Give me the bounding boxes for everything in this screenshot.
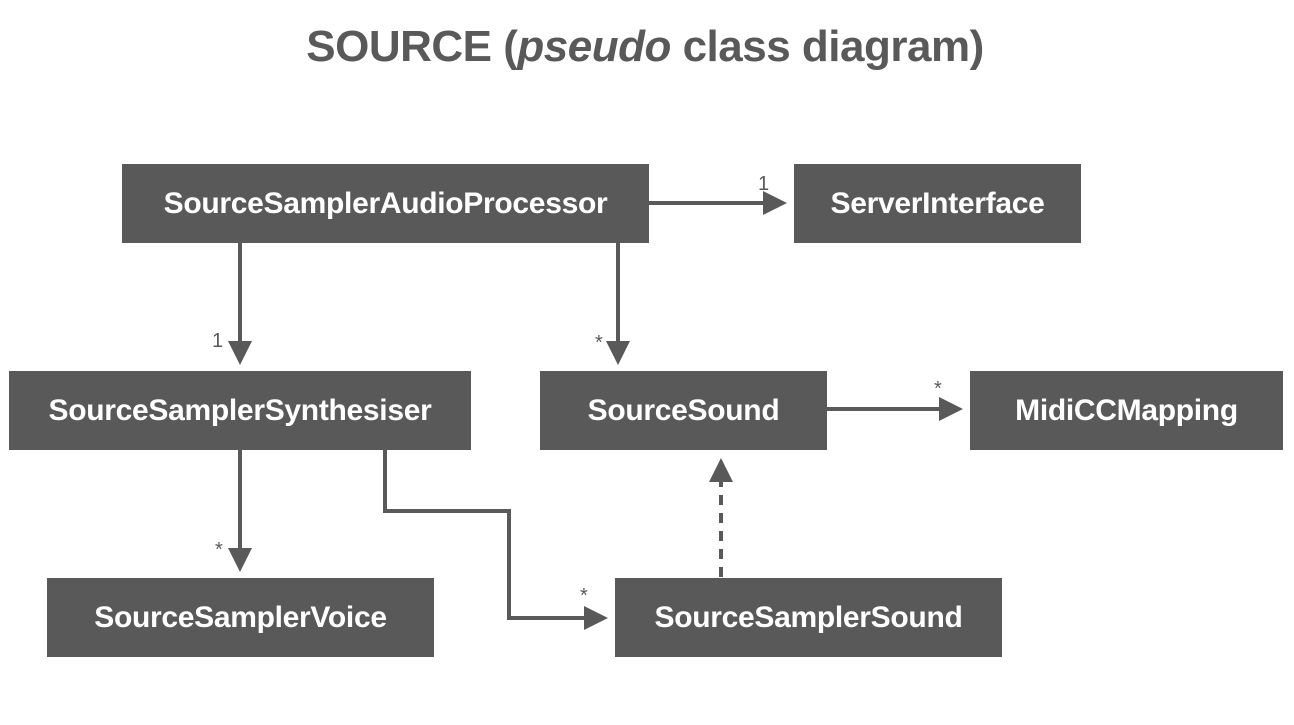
class-source-sampler-synthesiser: SourceSamplerSynthesiser bbox=[9, 371, 471, 450]
class-label: SourceSound bbox=[587, 393, 780, 427]
class-label: ServerInterface bbox=[830, 186, 1045, 220]
class-label: SourceSamplerVoice bbox=[94, 600, 387, 634]
class-midi-cc-mapping: MidiCCMapping bbox=[970, 371, 1283, 450]
multiplicity-synthesiser-voice: * bbox=[215, 539, 223, 561]
diagram-title: SOURCE (pseudo class diagram) bbox=[0, 22, 1290, 72]
class-server-interface: ServerInterface bbox=[794, 164, 1081, 243]
arrow-synthesiser-to-sampler-sound bbox=[383, 450, 608, 630]
multiplicity-synthesiser-sampler-sound: * bbox=[580, 585, 588, 607]
class-source-sampler-voice: SourceSamplerVoice bbox=[47, 578, 434, 657]
multiplicity-sound-midi: * bbox=[934, 378, 942, 400]
multiplicity-processor-server: 1 bbox=[758, 173, 770, 195]
title-rest: class diagram) bbox=[670, 22, 985, 71]
multiplicity-processor-synthesiser: 1 bbox=[212, 330, 224, 352]
class-label: MidiCCMapping bbox=[1015, 393, 1238, 427]
class-label: SourceSamplerAudioProcessor bbox=[163, 186, 608, 220]
title-main: SOURCE ( bbox=[306, 22, 518, 71]
class-source-sampler-audio-processor: SourceSamplerAudioProcessor bbox=[122, 164, 649, 243]
class-source-sound: SourceSound bbox=[540, 371, 827, 450]
class-label: SourceSamplerSound bbox=[654, 600, 963, 634]
class-label: SourceSamplerSynthesiser bbox=[48, 393, 432, 427]
class-source-sampler-sound: SourceSamplerSound bbox=[615, 578, 1002, 657]
title-italic: pseudo bbox=[517, 22, 671, 71]
multiplicity-processor-source-sound: * bbox=[595, 332, 603, 354]
